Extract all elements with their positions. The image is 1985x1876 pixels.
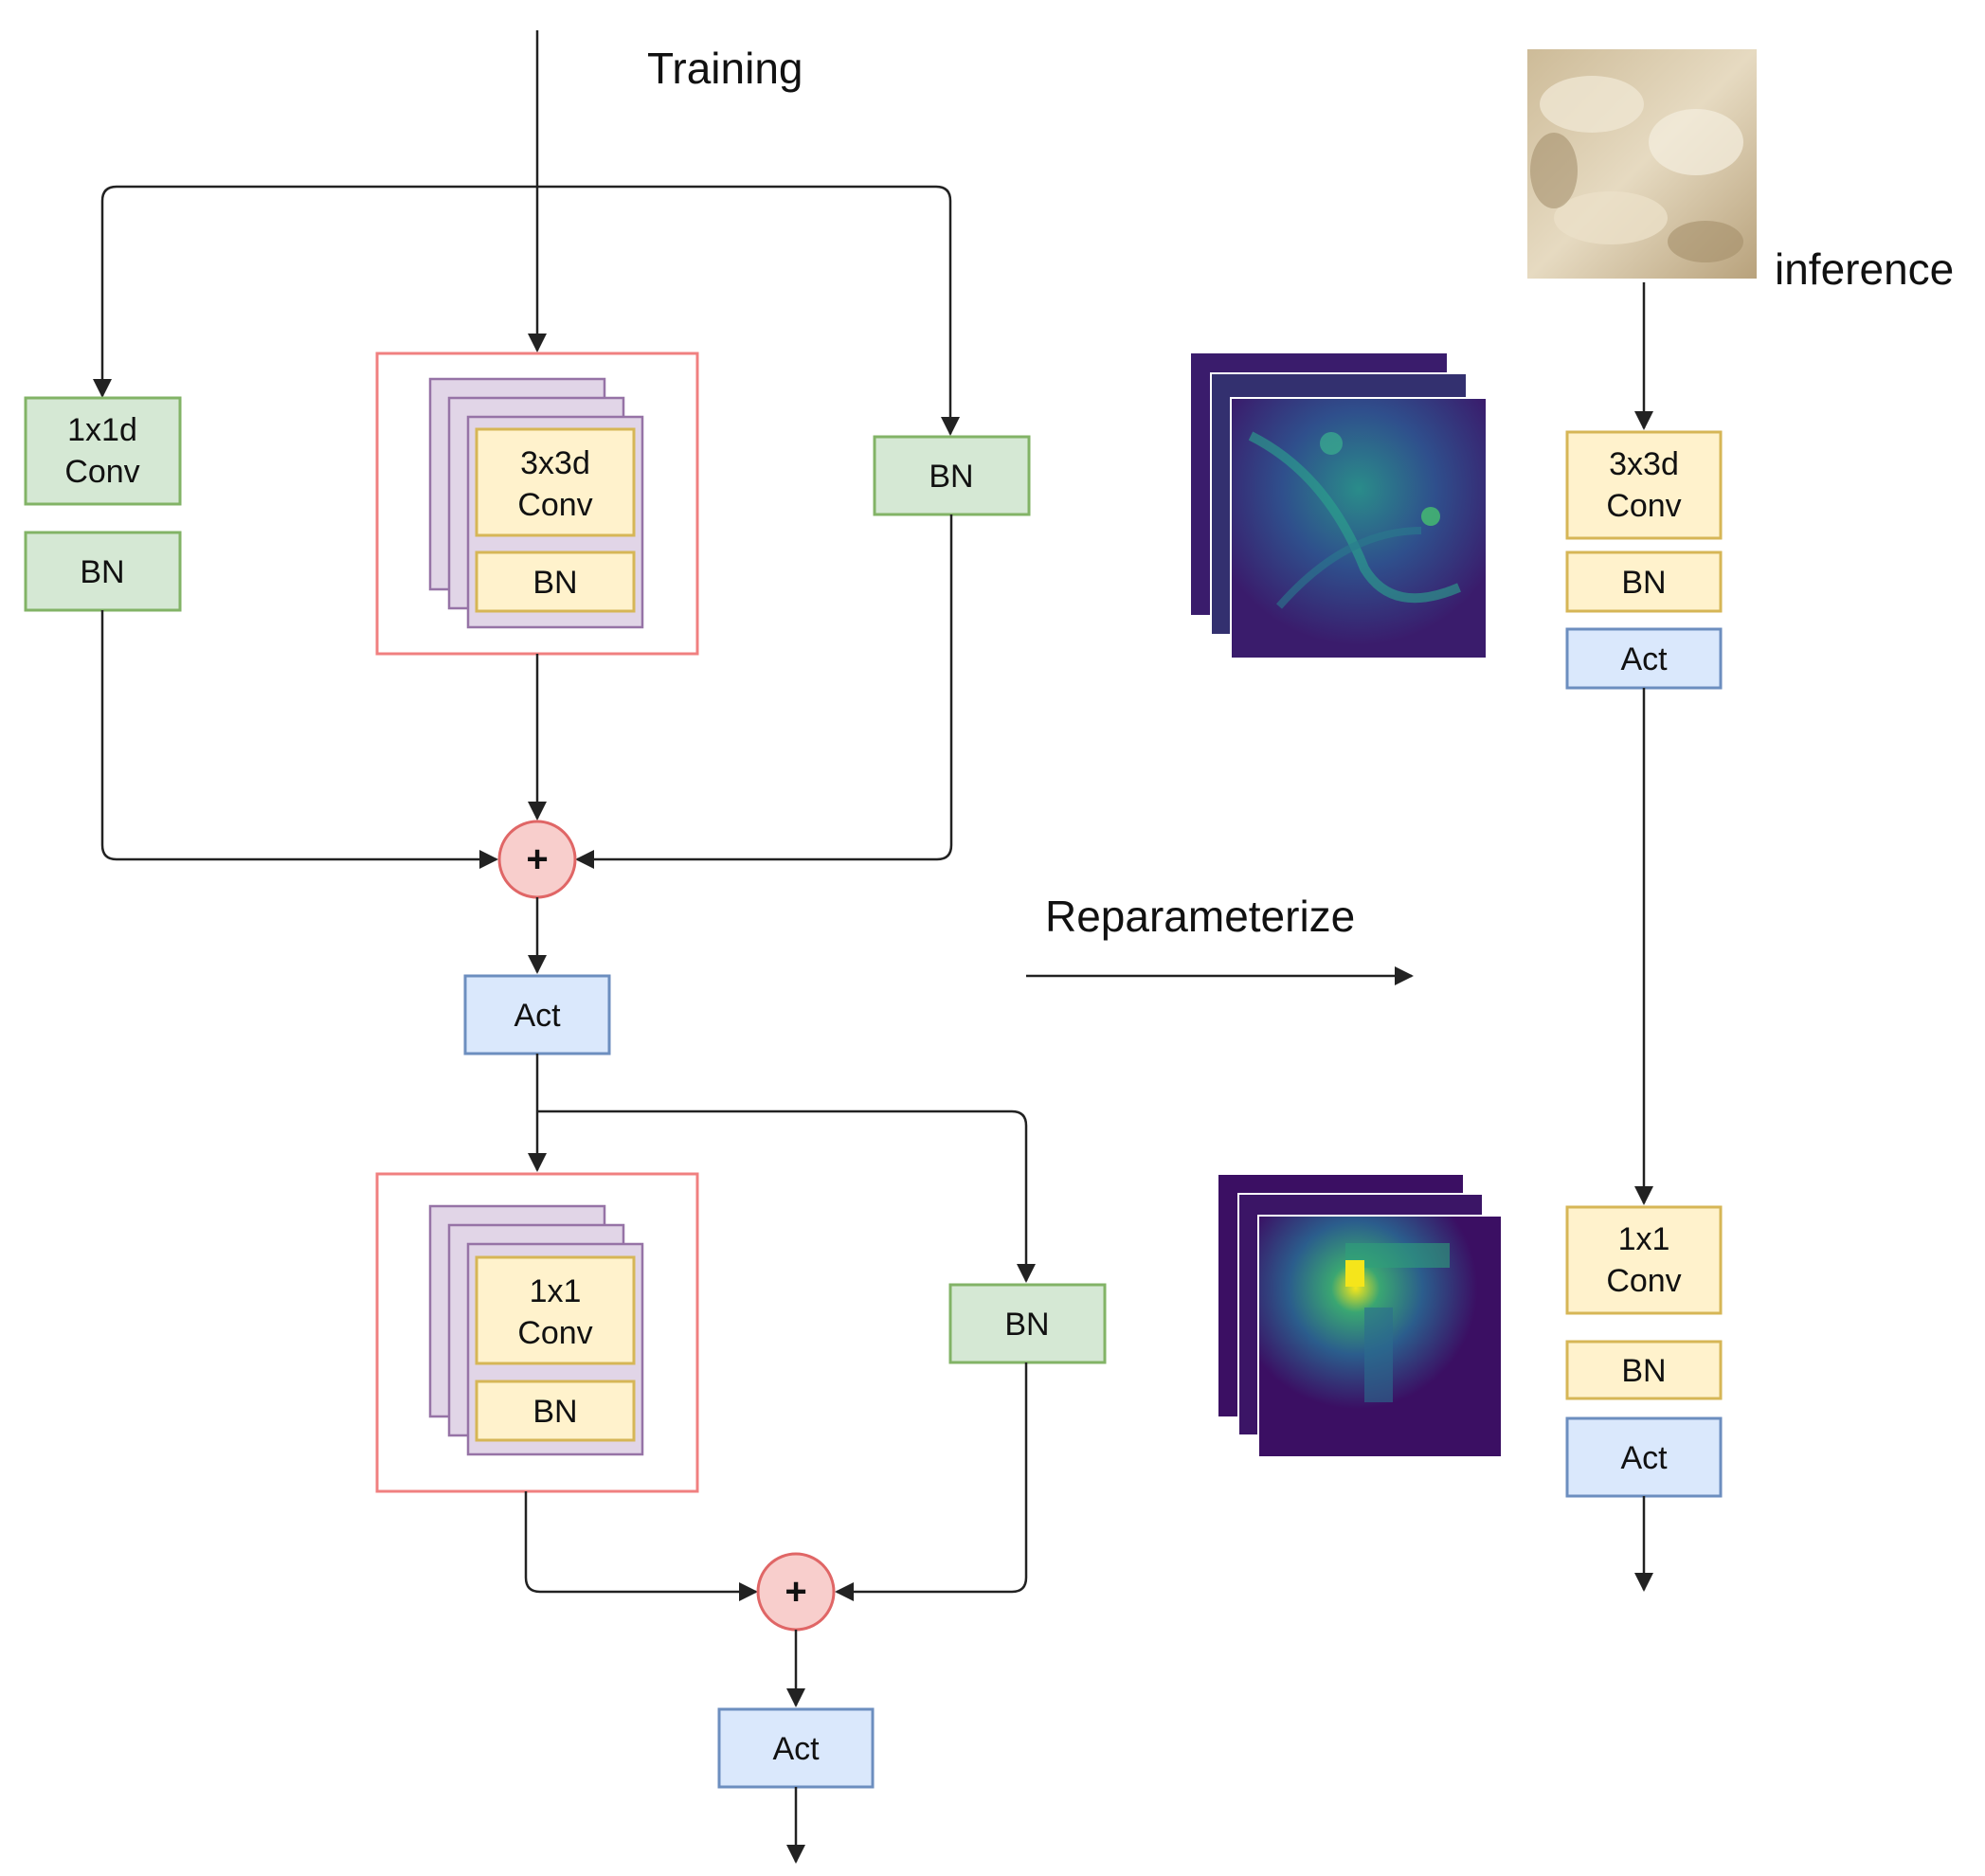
inf-bn-label-2: BN bbox=[1621, 1353, 1666, 1389]
act-box-2 bbox=[717, 1707, 875, 1789]
inf-conv-1x1-line1: 1x1 bbox=[1618, 1221, 1670, 1257]
feature-map-stack-2 bbox=[1218, 1175, 1503, 1458]
center-bn-box-2 bbox=[475, 1380, 636, 1442]
conv-3x3d-box bbox=[475, 427, 636, 537]
inf-conv-1x1-line2: Conv bbox=[1606, 1263, 1681, 1299]
inf-bn-label-1: BN bbox=[1621, 565, 1666, 601]
right-bn-label-2: BN bbox=[1004, 1307, 1049, 1343]
center-bn-box bbox=[475, 550, 636, 613]
inf-act-box-2 bbox=[1565, 1416, 1723, 1498]
conv-3x3d-line1: 3x3d bbox=[520, 445, 590, 481]
right-bn-box-2 bbox=[948, 1283, 1107, 1364]
add-node-1-symbol: + bbox=[526, 839, 548, 880]
conv-1x1-box bbox=[475, 1255, 636, 1365]
branch-split-line-2 bbox=[537, 1109, 1036, 1283]
inf-conv-3x3d-box bbox=[1565, 430, 1723, 540]
act-label-1: Act bbox=[514, 998, 561, 1034]
wool-texture-image bbox=[1527, 49, 1757, 279]
inf-bn-box-1 bbox=[1565, 550, 1723, 613]
center-branch-frame-2 bbox=[375, 1172, 699, 1493]
training-block-1: 1x1d Conv BN 3x3d Conv BN BN + Act bbox=[24, 30, 1031, 1055]
inference-block: 3x3d Conv BN Act 1x1 Conv BN Act bbox=[1527, 49, 1757, 1592]
right-merge-line bbox=[575, 514, 953, 869]
reparameterize-label: Reparameterize bbox=[1045, 892, 1355, 941]
left-bn-label: BN bbox=[80, 554, 124, 590]
center-bn-label: BN bbox=[532, 565, 577, 601]
inf-bn-box-2 bbox=[1565, 1340, 1723, 1400]
conv-1x1d-line2: Conv bbox=[64, 454, 139, 490]
training-block-2: 1x1 Conv BN BN + Act bbox=[375, 1054, 1107, 1864]
act-box-1 bbox=[463, 974, 611, 1055]
add-node-2-symbol: + bbox=[785, 1571, 806, 1613]
center-bn-label-2: BN bbox=[532, 1394, 577, 1430]
conv-1x1-line1: 1x1 bbox=[530, 1273, 582, 1309]
inf-conv-3x3d-line1: 3x3d bbox=[1609, 446, 1679, 482]
inf-conv-3x3d-line2: Conv bbox=[1606, 488, 1681, 524]
conv-3x3d-line2: Conv bbox=[517, 487, 592, 523]
branch-split-line bbox=[93, 185, 960, 436]
conv-1x1d-line1: 1x1d bbox=[67, 412, 137, 448]
training-title: Training bbox=[647, 44, 803, 93]
left-merge-line bbox=[100, 610, 498, 869]
right-bn-label: BN bbox=[929, 459, 973, 495]
inf-act-label-2: Act bbox=[1620, 1440, 1668, 1476]
act-label-2: Act bbox=[772, 1731, 820, 1767]
inf-conv-1x1-box bbox=[1565, 1205, 1723, 1315]
inference-title: inference bbox=[1775, 244, 1954, 294]
conv-1x1-line2: Conv bbox=[517, 1315, 592, 1351]
inf-act-box-1 bbox=[1565, 627, 1723, 690]
right-merge-line-2 bbox=[835, 1362, 1028, 1601]
conv-1x1d-box bbox=[24, 396, 182, 506]
feature-map-stack-1 bbox=[1191, 353, 1488, 659]
left-merge-line-2 bbox=[524, 1491, 758, 1601]
left-bn-box bbox=[24, 531, 182, 612]
inf-act-label-1: Act bbox=[1620, 641, 1668, 677]
